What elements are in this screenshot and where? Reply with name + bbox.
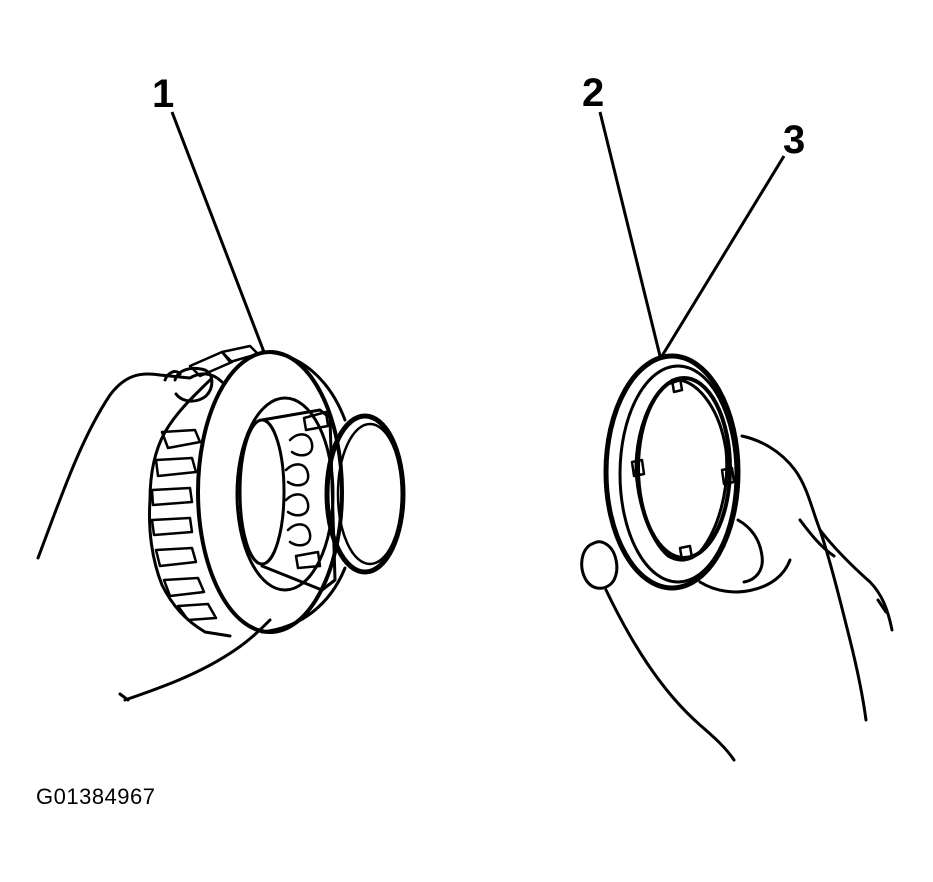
- right-hand-thumb: [580, 540, 619, 590]
- seal-ring-part: [603, 353, 741, 591]
- right-hand-holding-seal: [580, 434, 894, 762]
- callout-2-label: 2: [582, 71, 605, 115]
- left-hand-outline: [36, 372, 224, 560]
- splined-hub: [260, 408, 337, 592]
- callout-1-label: 1: [152, 72, 175, 116]
- figure-code: G01384967: [36, 784, 156, 809]
- callout-3-label: 3: [783, 118, 806, 162]
- seal-bore: [634, 378, 729, 562]
- left-hand-lower-edge: [123, 618, 272, 702]
- seal-lip: [618, 364, 738, 584]
- leader-line-1: [170, 111, 266, 353]
- right-hand-fingers: [740, 434, 894, 632]
- leader-line-3: [660, 155, 786, 357]
- gear-teeth: [148, 378, 232, 638]
- gear-assembly: [148, 344, 406, 638]
- seal-outer-edge: [603, 353, 741, 591]
- leader-line-2: [598, 111, 662, 357]
- right-hand-palm-edge: [604, 588, 736, 762]
